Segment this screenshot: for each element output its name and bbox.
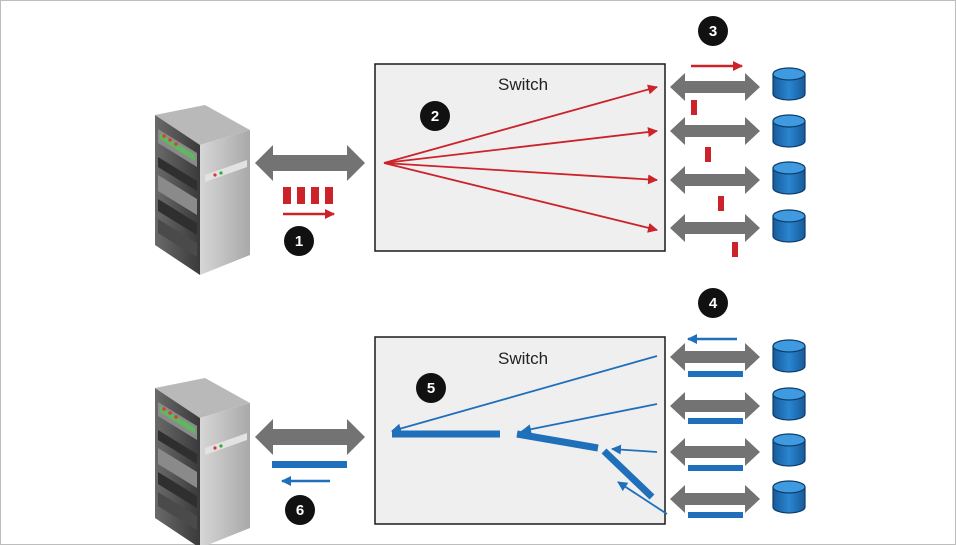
server-icon [155, 105, 250, 275]
svg-text:2: 2 [431, 108, 439, 125]
badge-5: 5 [416, 373, 446, 403]
database-disk-icon [772, 387, 806, 421]
database-disk-icon [772, 480, 806, 514]
storage-disks [772, 67, 806, 243]
database-disk-icon [772, 433, 806, 467]
database-disk-icon [772, 339, 806, 373]
badge-6: 6 [285, 495, 315, 525]
badge-4: 4 [698, 288, 728, 318]
database-disk-icon [772, 114, 806, 148]
top-panel: 1 Switch 2 3 [155, 16, 806, 275]
svg-text:3: 3 [709, 23, 717, 40]
disk-links [670, 343, 760, 513]
bottom-panel: 6 Switch 5 [155, 288, 806, 545]
switch-label: Switch [498, 349, 548, 368]
database-disk-icon [772, 161, 806, 195]
svg-text:6: 6 [296, 502, 304, 519]
outgoing-packets [283, 187, 335, 219]
database-disk-icon [772, 209, 806, 243]
badge-3: 3 [698, 16, 728, 46]
badge-1: 1 [284, 226, 314, 256]
server-icon [155, 378, 250, 545]
aggregated-responses [392, 430, 655, 500]
storage-disks [772, 339, 806, 514]
packets-to-disks [691, 100, 738, 257]
server-link-arrow [255, 145, 365, 181]
switch-label: Switch [498, 75, 548, 94]
database-disk-icon [772, 67, 806, 101]
response-packet [272, 461, 347, 468]
svg-text:1: 1 [295, 233, 303, 250]
svg-text:5: 5 [427, 380, 435, 397]
server-link-arrow [255, 419, 365, 455]
badge-2: 2 [420, 101, 450, 131]
disk-links [670, 73, 760, 242]
response-packets [688, 371, 743, 518]
svg-text:4: 4 [709, 295, 718, 312]
fanout-arrows [383, 84, 658, 233]
fanin-arrows [391, 355, 668, 515]
